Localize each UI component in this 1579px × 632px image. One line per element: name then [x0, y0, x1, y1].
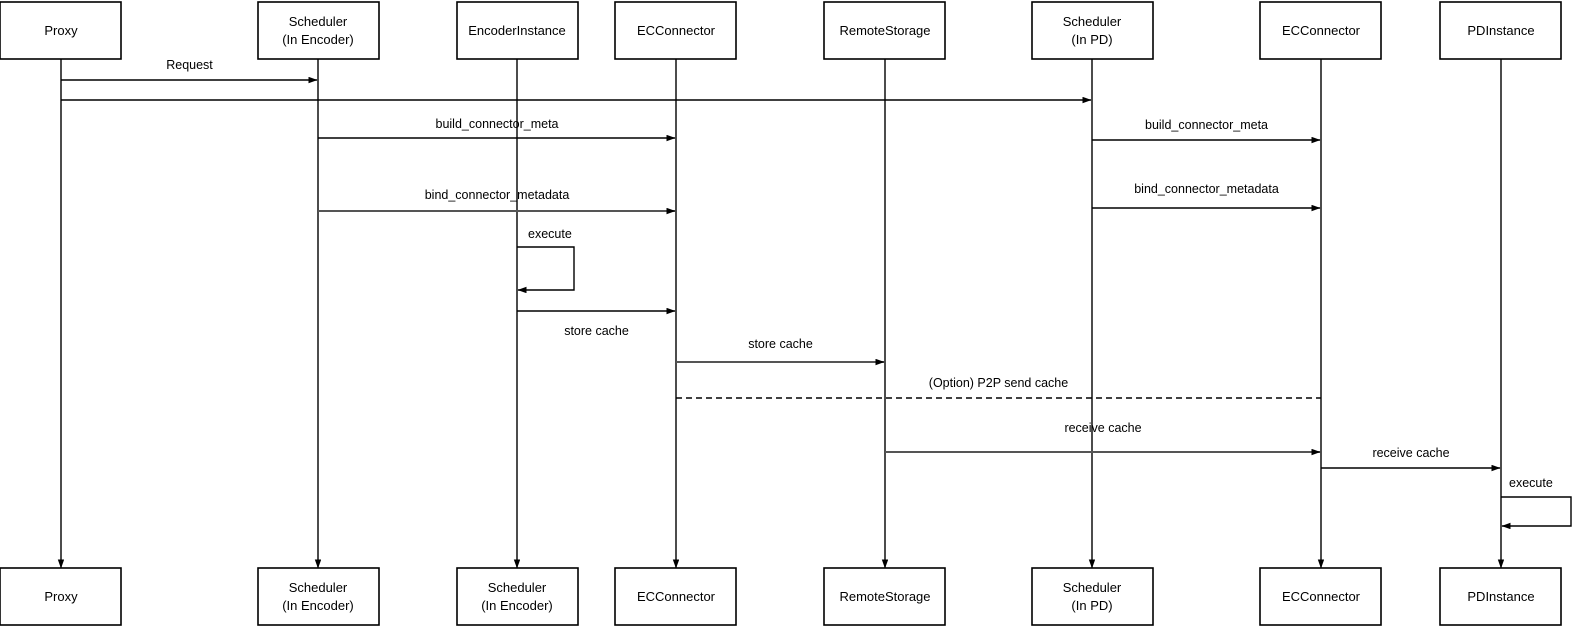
self-message-path — [517, 246, 575, 294]
footer-label-line2: (In Encoder) — [282, 598, 354, 613]
footer-box-frame — [0, 567, 122, 626]
messages-layer: Request build_connector_meta build_connect… — [61, 58, 1501, 472]
header-label-line1: PDInstance — [1467, 23, 1534, 38]
footer-box-ecconn_enc[interactable]: ECConnector — [614, 567, 737, 626]
message-m1[interactable]: Request — [61, 58, 318, 84]
header-box-proxy[interactable]: Proxy — [0, 1, 122, 60]
header-label-line1: RemoteStorage — [839, 23, 930, 38]
footer-label-line1: PDInstance — [1467, 589, 1534, 604]
header-box-frame — [456, 1, 579, 60]
message-m9[interactable]: (Option) P2P send cache — [676, 376, 1321, 399]
footer-box-frame — [1031, 567, 1154, 626]
header-box-pd_inst[interactable]: PDInstance — [1439, 1, 1562, 60]
message-label: bind_connector_metadata — [1134, 182, 1279, 196]
message-m3[interactable]: build_connector_meta — [318, 117, 676, 142]
header-box-frame — [1259, 1, 1382, 60]
header-label-line1: Scheduler — [289, 14, 348, 29]
footer-label-line1: Scheduler — [289, 580, 348, 595]
header-box-remote_store[interactable]: RemoteStorage — [823, 1, 946, 60]
header-box-frame — [614, 1, 737, 60]
footer-box-frame — [257, 567, 380, 626]
message-m4[interactable]: build_connector_meta — [1092, 118, 1321, 144]
header-label-line1: Scheduler — [1063, 14, 1122, 29]
header-box-frame — [823, 1, 946, 60]
self-message-label: execute — [528, 227, 572, 241]
footer-box-frame — [1439, 567, 1562, 626]
header-boxes-layer: Proxy Scheduler (In Encoder) EncoderInstanc… — [0, 1, 1562, 60]
footer-label-line1: Proxy — [44, 589, 78, 604]
message-label: build_connector_meta — [436, 117, 559, 131]
header-label-line1: Proxy — [44, 23, 78, 38]
header-label-line2: (In Encoder) — [282, 32, 354, 47]
header-box-frame — [1439, 1, 1562, 60]
header-box-frame — [1031, 1, 1154, 60]
message-label: receive cache — [1372, 446, 1449, 460]
message-m5[interactable]: bind_connector_metadata — [318, 188, 676, 215]
footer-label-line1: ECConnector — [1282, 589, 1361, 604]
footer-label-line2: (In PD) — [1071, 598, 1112, 613]
footer-box-pd_inst[interactable]: PDInstance — [1439, 567, 1562, 626]
message-m6[interactable]: bind_connector_metadata — [1092, 182, 1321, 212]
footer-label-line2: (In Encoder) — [481, 598, 553, 613]
self-message-label: execute — [1509, 476, 1553, 490]
header-box-ecconn_pd[interactable]: ECConnector — [1259, 1, 1382, 60]
header-label-line2: (In PD) — [1071, 32, 1112, 47]
header-box-ecconn_enc[interactable]: ECConnector — [614, 1, 737, 60]
header-label-line1: ECConnector — [1282, 23, 1361, 38]
header-box-sched_enc[interactable]: Scheduler (In Encoder) — [257, 1, 380, 60]
message-label: Request — [166, 58, 213, 72]
self-message-s2[interactable]: execute — [1501, 476, 1572, 530]
self-messages-layer: execute execute — [517, 227, 1572, 530]
footer-box-frame — [614, 567, 737, 626]
self-message-path — [1501, 496, 1572, 530]
message-m7[interactable]: store cache — [517, 307, 676, 338]
header-box-frame — [0, 1, 122, 60]
header-label-line1: EncoderInstance — [468, 23, 566, 38]
footer-box-frame — [1259, 567, 1382, 626]
footer-box-sched_pd[interactable]: Scheduler (In PD) — [1031, 567, 1154, 626]
footer-boxes-layer: Proxy Scheduler (In Encoder) Scheduler (In E… — [0, 567, 1562, 626]
footer-box-encoder_inst[interactable]: Scheduler (In Encoder) — [456, 567, 579, 626]
footer-label-line1: ECConnector — [637, 589, 716, 604]
footer-label-line1: RemoteStorage — [839, 589, 930, 604]
message-m10[interactable]: receive cache — [885, 421, 1321, 456]
header-box-sched_pd[interactable]: Scheduler (In PD) — [1031, 1, 1154, 60]
header-box-frame — [257, 1, 380, 60]
lifeline-lines-layer — [57, 59, 1505, 569]
message-label: build_connector_meta — [1145, 118, 1268, 132]
message-m11[interactable]: receive cache — [1321, 446, 1501, 472]
footer-box-remote_store[interactable]: RemoteStorage — [823, 567, 946, 626]
message-label: bind_connector_metadata — [425, 188, 570, 202]
footer-box-ecconn_pd[interactable]: ECConnector — [1259, 567, 1382, 626]
message-label: store cache — [748, 337, 813, 351]
footer-box-sched_enc[interactable]: Scheduler (In Encoder) — [257, 567, 380, 626]
footer-label-line1: Scheduler — [1063, 580, 1122, 595]
message-label: receive cache — [1064, 421, 1141, 435]
footer-box-frame — [823, 567, 946, 626]
footer-box-proxy[interactable]: Proxy — [0, 567, 122, 626]
message-m8[interactable]: store cache — [676, 337, 885, 366]
header-box-encoder_inst[interactable]: EncoderInstance — [456, 1, 579, 60]
footer-box-frame — [456, 567, 579, 626]
self-message-s1[interactable]: execute — [517, 227, 575, 294]
message-label: store cache — [564, 324, 629, 338]
message-label: (Option) P2P send cache — [929, 376, 1068, 390]
footer-label-line1: Scheduler — [488, 580, 547, 595]
header-label-line1: ECConnector — [637, 23, 716, 38]
